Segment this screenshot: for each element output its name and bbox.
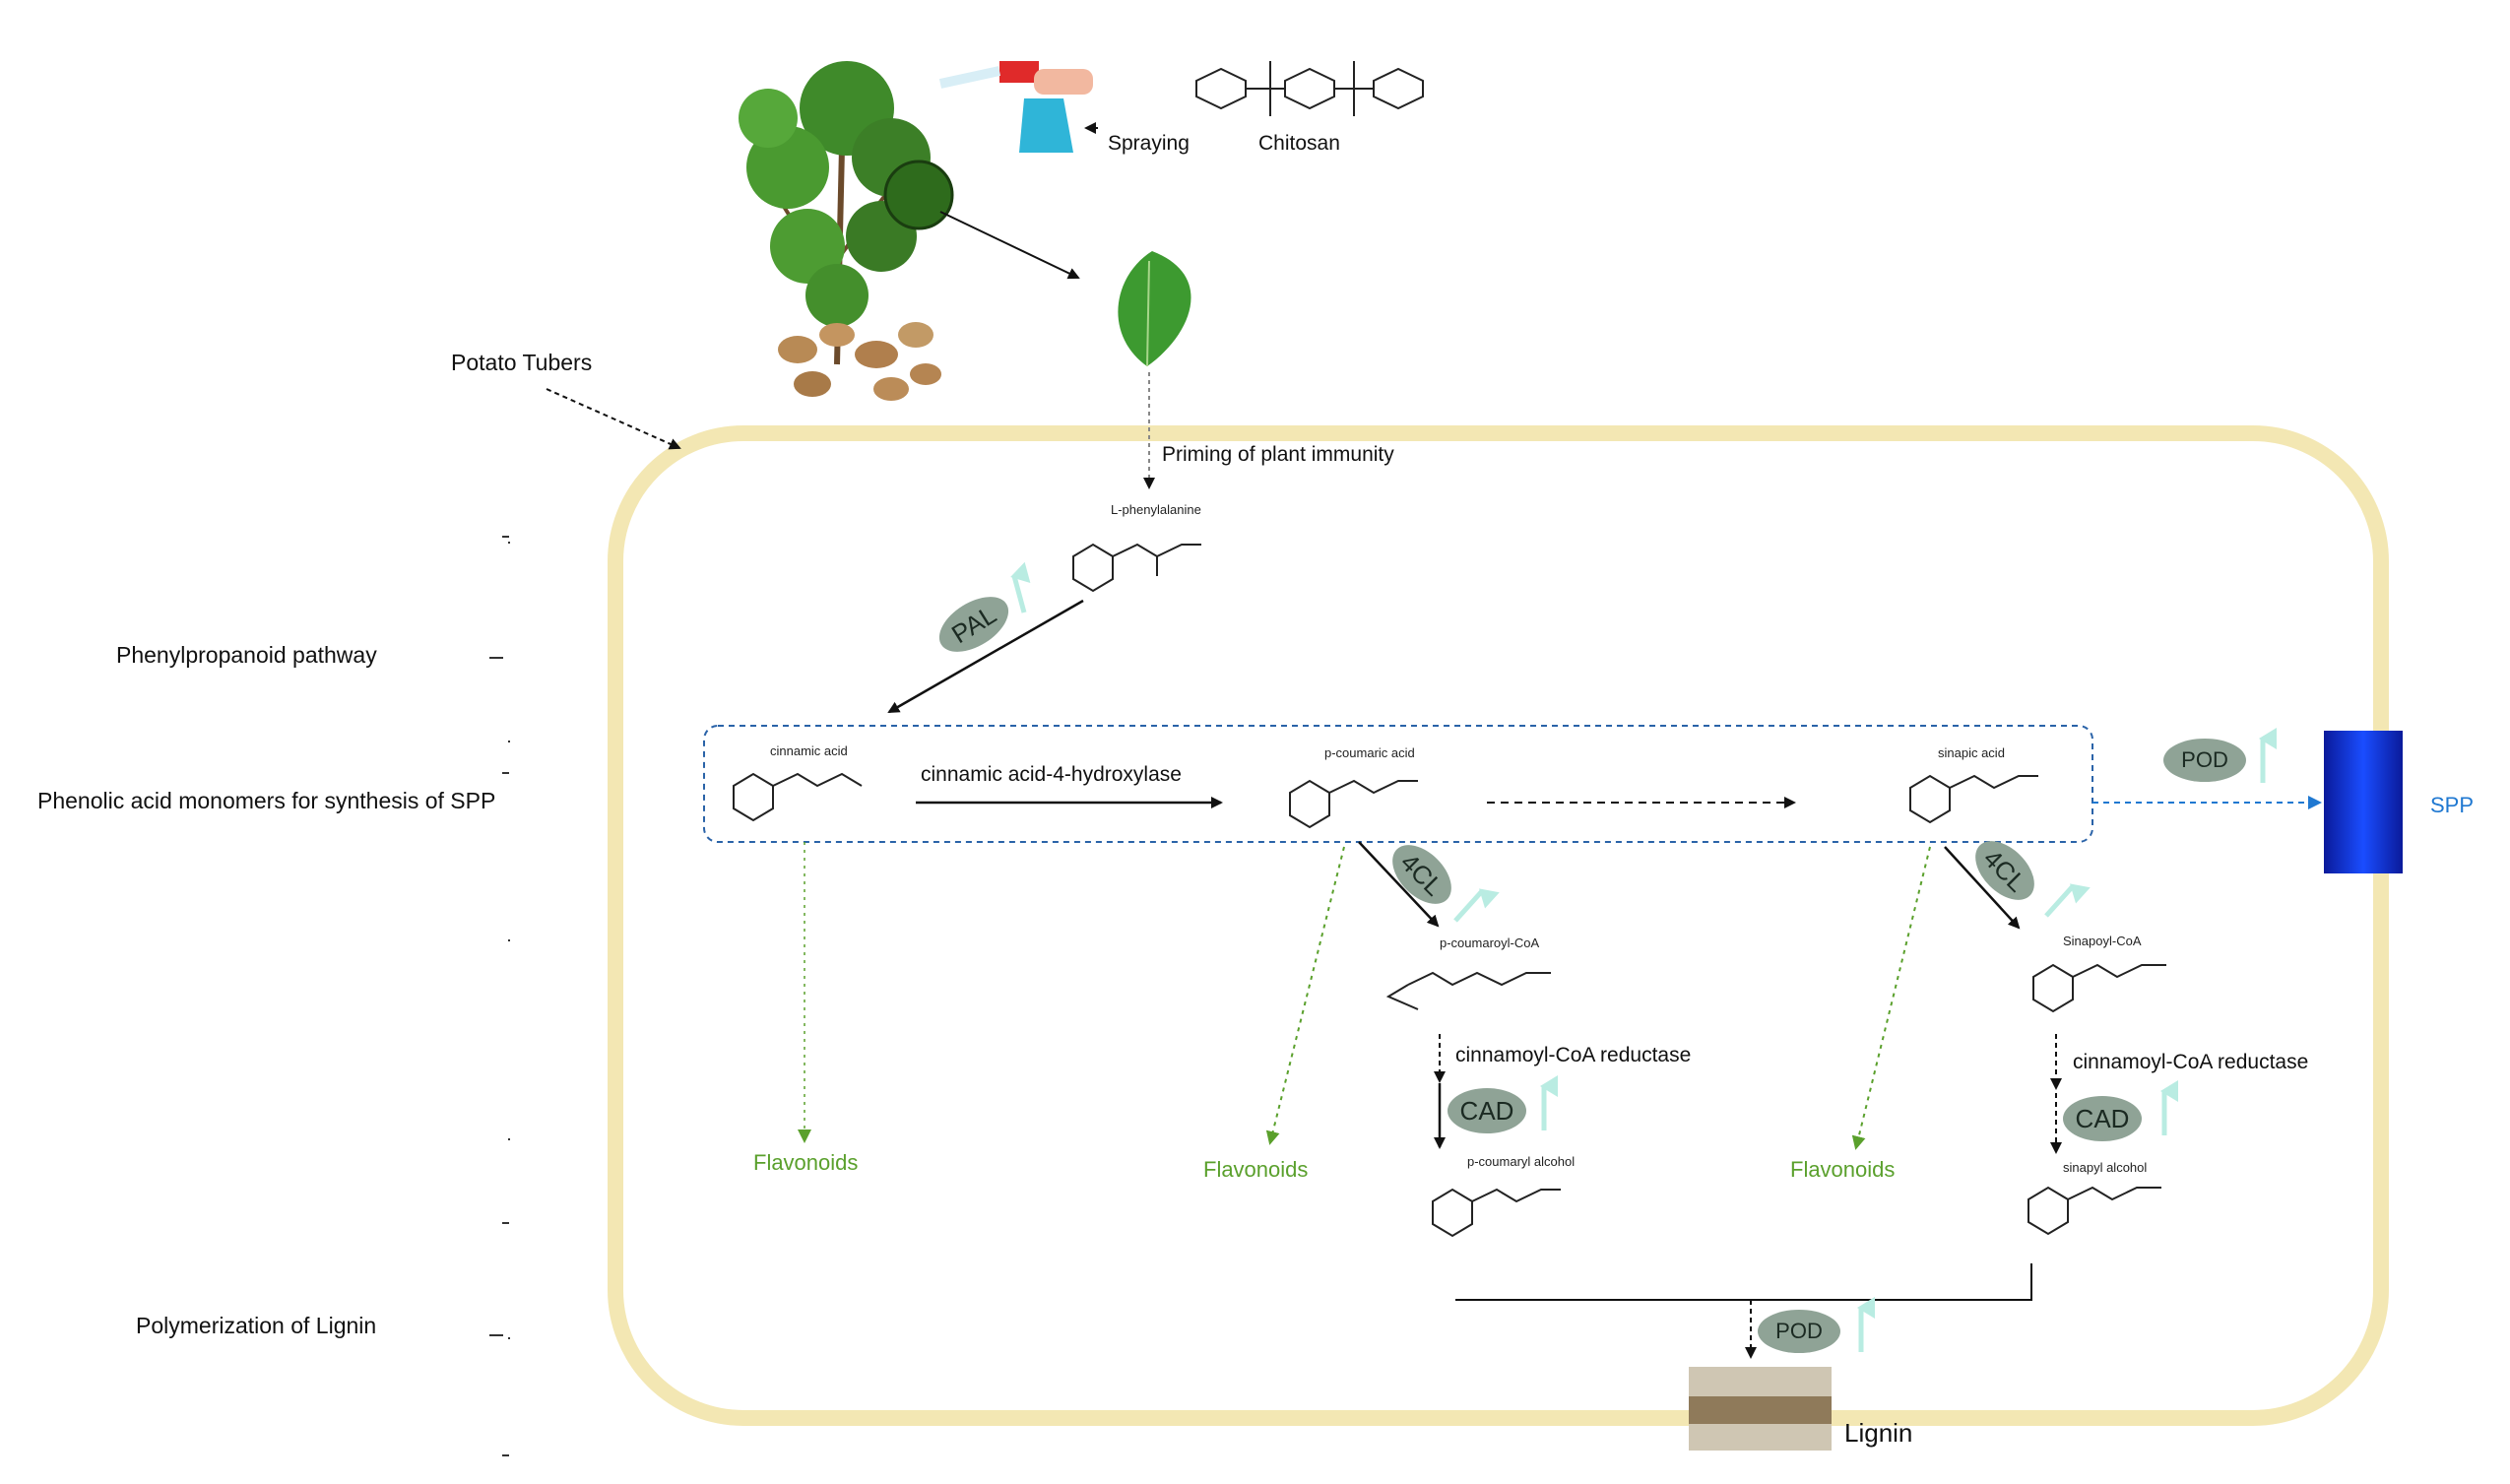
cad-left-enzyme-badge: CAD: [1448, 1088, 1526, 1133]
left-axis: [489, 536, 510, 1467]
chitosan-structure-icon: [1195, 61, 1424, 116]
sinapyl-alcohol-structure: [2027, 1186, 2161, 1236]
coumaroyl-coa-label: p-coumaroyl-CoA: [1440, 936, 1540, 950]
phenylalanine-structure: [1072, 543, 1201, 593]
spp-image: [2324, 731, 2403, 873]
cinnamic-acid-structure: [733, 772, 863, 822]
coumaric-acid-label: p-coumaric acid: [1324, 745, 1415, 760]
priming-label: Priming of plant immunity: [1162, 443, 1394, 466]
leaf-zoom-arrow: [939, 211, 1080, 280]
sinapoyl-coa-label: Sinapoyl-CoA: [2063, 934, 2142, 948]
cinnamic-acid-label: cinnamic acid: [770, 743, 848, 758]
flavonoids-3-label: Flavonoids: [1790, 1157, 1896, 1182]
sinapoyl-coa-structure: [2032, 963, 2166, 1013]
spp-label: SPP: [2430, 793, 2475, 817]
spp-monomer-box: [703, 725, 2093, 843]
potato-tubers-label: Potato Tubers: [451, 350, 593, 375]
flavonoids-1-label: Flavonoids: [753, 1150, 859, 1175]
coumaryl-alcohol-structure: [1432, 1188, 1561, 1238]
sinapyl-alcohol-label: sinapyl alcohol: [2063, 1160, 2148, 1175]
coumaric-acid-structure: [1289, 779, 1418, 829]
flavonoid-arrow-3: [1851, 846, 1931, 1150]
4cl-right-arrow: [1944, 846, 2021, 930]
polymerization-bracket: [1455, 1263, 2032, 1301]
cell-wall: [608, 425, 2389, 1426]
flavonoids-2-label: Flavonoids: [1203, 1157, 1309, 1182]
phenylalanine-label: L-phenylalanine: [1111, 502, 1201, 517]
4cl-left-arrow: [1358, 841, 1440, 928]
leaf-icon: [1118, 251, 1191, 367]
lignin-label: Lignin: [1844, 1418, 1913, 1448]
potato-plant-icon: [739, 61, 954, 401]
pod-bottom-enzyme-badge: POD: [1758, 1310, 1840, 1353]
pod-top-enzyme-badge: POD: [2163, 739, 2246, 782]
phenylpropanoid-pathway-label: Phenylpropanoid pathway: [116, 642, 377, 668]
chitosan-label: Chitosan: [1258, 132, 1340, 155]
sinapic-acid-structure: [1909, 774, 2038, 824]
c4h-label: cinnamic acid-4-hydroxylase: [921, 763, 1182, 786]
pal-arrow: [887, 599, 1084, 714]
tuber-arrow: [546, 388, 681, 450]
ccr-left-label: cinnamoyl-CoA reductase: [1455, 1044, 1692, 1066]
cad-right-enzyme-badge: CAD: [2063, 1096, 2142, 1141]
flavonoid-arrow-2: [1265, 846, 1345, 1145]
lignin-image-band: [1689, 1396, 1832, 1424]
coumaryl-alcohol-label: p-coumaryl alcohol: [1467, 1154, 1576, 1169]
upregulation-arrows: [1010, 561, 2277, 1352]
spraying-label: Spraying: [1108, 132, 1190, 155]
spray-bottle-icon: [938, 61, 1093, 153]
phenolic-acid-label: Phenolic acid monomers for synthesis of …: [37, 788, 496, 813]
ccr-right-label: cinnamoyl-CoA reductase: [2073, 1051, 2309, 1073]
coumaroyl-coa-structure: [1385, 971, 1551, 1010]
sinapic-acid-label: sinapic acid: [1938, 745, 2005, 760]
lignin-polymerization-label: Polymerization of Lignin: [136, 1313, 377, 1338]
